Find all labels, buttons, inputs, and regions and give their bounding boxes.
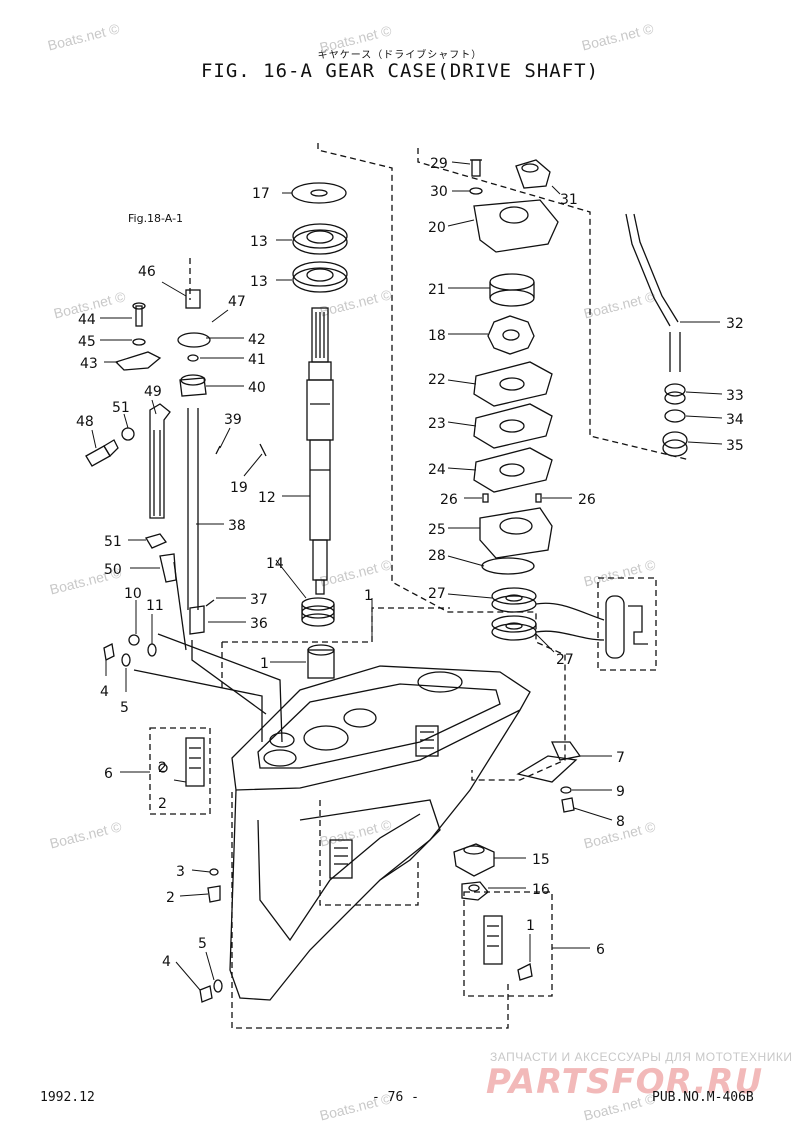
callout-35: 35 (726, 438, 744, 454)
callout-40: 40 (248, 380, 266, 396)
insert-cartridge (489, 273, 535, 307)
pump-cover (473, 159, 559, 253)
callout-16: 16 (532, 882, 550, 898)
callout-13: 13 (250, 234, 268, 250)
callout-49: 49 (144, 384, 162, 400)
figure-reference: Fig.18-A-1 (128, 212, 183, 225)
bearing-upper (292, 223, 348, 255)
callout-2: 2 (158, 760, 167, 776)
callout-38: 38 (228, 518, 246, 534)
outer-plate (473, 403, 553, 449)
callout-29: 29 (430, 156, 448, 172)
callout-13: 13 (250, 274, 268, 290)
callout-25: 25 (428, 522, 446, 538)
callout-47: 47 (228, 294, 246, 310)
figure-title: FIG. 16-A GEAR CASE(DRIVE SHAFT) (200, 60, 600, 82)
gear-case-housing (229, 665, 531, 1001)
callout-32: 32 (726, 316, 744, 332)
callout-4: 4 (162, 954, 171, 970)
callout-15: 15 (532, 852, 550, 868)
title-japanese: ギヤケース（ドライブシャフト） (317, 50, 483, 61)
bearing-lower (292, 261, 348, 293)
leader-lines (91, 161, 723, 991)
callout-43: 43 (80, 356, 98, 372)
callout-6: 6 (596, 942, 605, 958)
gasket-lower (473, 447, 553, 493)
footer-page-number: - 76 - (372, 1090, 419, 1105)
footer-date: 1992.12 (40, 1090, 95, 1105)
callout-6: 6 (104, 766, 113, 782)
pump-housing (479, 507, 553, 559)
callout-46: 46 (138, 264, 156, 280)
callout-44: 44 (78, 312, 96, 328)
callout-31: 31 (560, 192, 578, 208)
callout-22: 22 (428, 372, 446, 388)
callout-27: 27 (428, 586, 446, 602)
callout-45: 45 (78, 334, 96, 350)
callout-51: 51 (112, 400, 130, 416)
group-boundary-lines (149, 143, 691, 1029)
callout-2: 2 (158, 796, 167, 812)
callout-36: 36 (250, 616, 268, 632)
callout-26: 26 (578, 492, 596, 508)
o-ring (481, 557, 535, 575)
hose-fitting (85, 439, 119, 467)
footer-publication-number: PUB.NO.M-406B (652, 1090, 754, 1105)
callout-28: 28 (428, 548, 446, 564)
callout-34: 34 (726, 412, 744, 428)
callout-1: 1 (260, 656, 269, 672)
callout-9: 9 (616, 784, 625, 800)
callout-27: 27 (556, 652, 574, 668)
callout-37: 37 (250, 592, 268, 608)
callout-51: 51 (104, 534, 122, 550)
callout-48: 48 (76, 414, 94, 430)
callout-17: 17 (252, 186, 270, 202)
brand-subtitle: ЗАПЧАСТИ И АКСЕССУАРЫ ДЛЯ МОТОТЕХНИКИ (490, 1050, 793, 1064)
impeller (487, 315, 535, 355)
callout-26: 26 (440, 492, 458, 508)
callout-23: 23 (428, 416, 446, 432)
callout-19: 19 (230, 480, 248, 496)
callout-labels: 17 13 13 12 14 1 1 29 30 31 20 21 18 22 … (76, 156, 744, 970)
callout-8: 8 (616, 814, 625, 830)
brand-logo: PARTSFOR.RU (486, 1062, 764, 1102)
callout-3: 3 (176, 864, 185, 880)
callout-11: 11 (146, 598, 164, 614)
callout-1: 1 (364, 588, 373, 604)
drive-shaft (306, 307, 334, 595)
callout-12: 12 (258, 490, 276, 506)
callout-20: 20 (428, 220, 446, 236)
callout-33: 33 (726, 388, 744, 404)
callout-5: 5 (120, 700, 129, 716)
callout-30: 30 (430, 184, 448, 200)
oil-seal-upper (491, 587, 537, 613)
gasket-upper (473, 361, 553, 407)
callout-18: 18 (428, 328, 446, 344)
callout-2: 2 (166, 890, 175, 906)
callout-39: 39 (224, 412, 242, 428)
callout-7: 7 (616, 750, 625, 766)
callout-24: 24 (428, 462, 446, 478)
callout-42: 42 (248, 332, 266, 348)
callout-10: 10 (124, 586, 142, 602)
sleeve (301, 597, 335, 627)
callout-21: 21 (428, 282, 446, 298)
oil-seal-lower (491, 615, 537, 641)
callout-5: 5 (198, 936, 207, 952)
callout-41: 41 (248, 352, 266, 368)
callout-50: 50 (104, 562, 122, 578)
callout-1: 1 (526, 918, 535, 934)
callout-4: 4 (100, 684, 109, 700)
callout-14: 14 (266, 556, 284, 572)
